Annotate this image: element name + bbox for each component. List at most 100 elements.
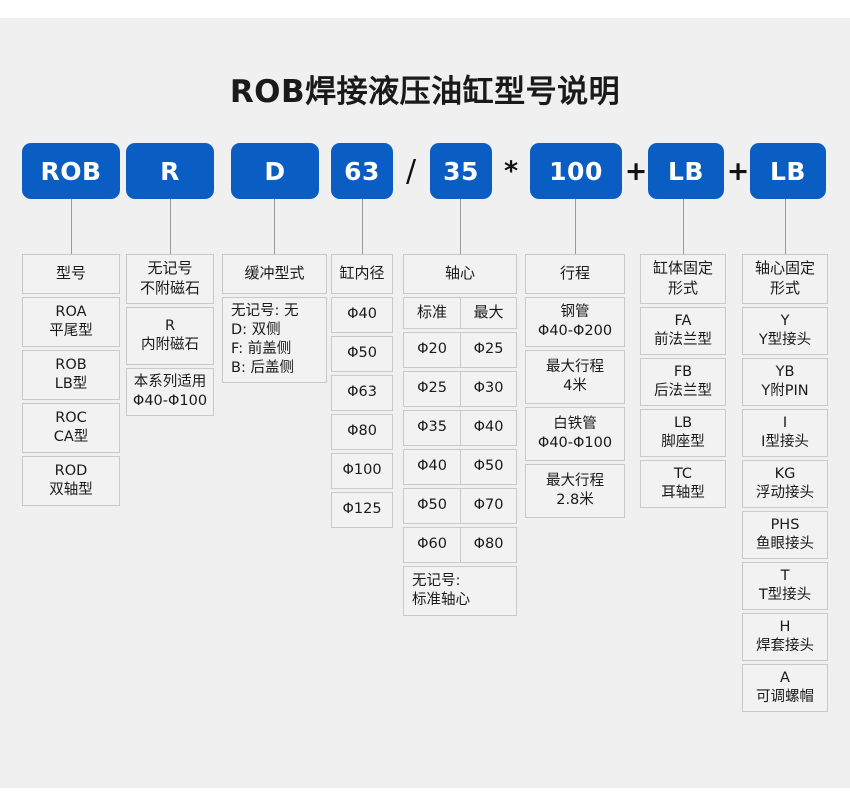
code-segment-rob[interactable]: ROB [22, 143, 120, 199]
column-rod-mount-header: 轴心固定形式 [742, 254, 828, 304]
cell-line: KG [774, 465, 796, 482]
connector-line-model [71, 199, 72, 254]
cell-line: FB [673, 363, 693, 380]
column-shaft-header: 轴心 [403, 254, 517, 294]
code-segment-35[interactable]: 35 [430, 143, 492, 199]
column-shaft-cell: Φ35 [403, 410, 460, 446]
cell-line: 型号 [55, 264, 86, 283]
cell-line: 耳轴型 [661, 485, 705, 501]
column-shaft-cell: Φ20 [403, 332, 460, 368]
column-shaft-cell: Φ30 [460, 371, 517, 407]
cell-line: 最大行程 [546, 472, 604, 489]
cell-line: Φ40 [347, 306, 377, 323]
column-shaft-cell: Φ40 [403, 449, 460, 485]
column-shaft-value-row: Φ40 Φ50 [403, 449, 517, 485]
cell-line: Φ40 [473, 419, 504, 436]
column-shaft-cell: Φ60 [403, 527, 460, 563]
cell-line: 本系列适用 [133, 373, 207, 390]
cell-line: Φ63 [347, 384, 377, 401]
cell-line: Y [780, 312, 790, 329]
cell-line: 缸内径 [339, 264, 385, 283]
code-segment-lb[interactable]: LB [648, 143, 724, 199]
cell-line: CA型 [53, 429, 89, 445]
column-shaft-value-row: Φ25 Φ30 [403, 371, 517, 407]
column-shaft-value-row: Φ60 Φ80 [403, 527, 517, 563]
cell-line: R [164, 317, 176, 334]
cell-line: Φ40-Φ200 [537, 323, 613, 339]
cell-line: A [780, 669, 790, 686]
cell-line: Φ50 [417, 497, 447, 514]
cell-line: 前法兰型 [654, 332, 712, 348]
code-separator-plus: + [624, 155, 648, 187]
connector-line-bore [362, 199, 363, 254]
column-shaft-cell: Φ50 [403, 488, 460, 524]
cell-line: 钢管 [560, 303, 590, 320]
code-segment-63[interactable]: 63 [331, 143, 393, 199]
cell-line: Φ35 [417, 419, 447, 436]
cell-line: 无记号: 无 [231, 302, 299, 319]
column-bore-cell: Φ50 [331, 336, 393, 372]
cell-line: 无记号: [412, 572, 461, 589]
connector-line-magnet [170, 199, 171, 254]
cell-line: Φ50 [473, 458, 504, 475]
connector-line-cushion [274, 199, 275, 254]
column-shaft-value-row: Φ35 Φ40 [403, 410, 517, 446]
cell-line: YB [775, 363, 795, 380]
column-bore-cell: Φ125 [331, 492, 393, 528]
code-separator-slash: / [405, 153, 417, 189]
cell-line: PHS [770, 516, 800, 533]
code-segment-100[interactable]: 100 [530, 143, 622, 199]
cell-line: 缓冲型式 [244, 264, 305, 283]
cell-line: 平尾型 [49, 323, 93, 339]
connector-line-shaft [460, 199, 461, 254]
cell-line: Φ80 [473, 536, 504, 553]
cell-line: D: 双侧 [231, 321, 281, 338]
cell-line: 标准轴心 [412, 592, 470, 608]
cell-line: 不附磁石 [139, 279, 200, 297]
code-separator-plus: + [726, 155, 750, 187]
page-title: ROB焊接液压油缸型号说明 [229, 74, 621, 110]
cell-line: Φ125 [342, 501, 382, 518]
cell-line: 脚座型 [661, 434, 705, 450]
cell-line: LB型 [54, 376, 88, 392]
cell-line: Φ25 [417, 380, 447, 397]
column-stroke-cell: 钢管 Φ40-Φ200 [525, 297, 625, 347]
column-bore-header: 缸内径 [331, 254, 393, 294]
cell-line: I [782, 414, 788, 431]
code-segment-r[interactable]: R [126, 143, 214, 199]
cell-line: TC [673, 465, 693, 482]
column-cylinder-mount-header: 缸体固定形式 [640, 254, 726, 304]
code-segment-d[interactable]: D [231, 143, 319, 199]
column-shaft-cell: Φ25 [403, 371, 460, 407]
column-model-header: 型号 [22, 254, 120, 294]
cell-line: Φ50 [347, 345, 377, 362]
column-stroke-header: 行程 [525, 254, 625, 294]
column-bore-cell: Φ63 [331, 375, 393, 411]
code-segment-lb[interactable]: LB [750, 143, 826, 199]
cell-line: 最大行程 [546, 358, 604, 375]
column-shaft-subheader: 最大 [460, 297, 517, 329]
cell-line: Y型接头 [758, 332, 812, 348]
cell-line: Φ40 [417, 458, 447, 475]
column-shaft-cell: Φ40 [460, 410, 517, 446]
cell-line: 双轴型 [49, 482, 93, 498]
cell-line: 轴心固定 [754, 259, 815, 278]
column-shaft-cell: Φ25 [460, 332, 517, 368]
